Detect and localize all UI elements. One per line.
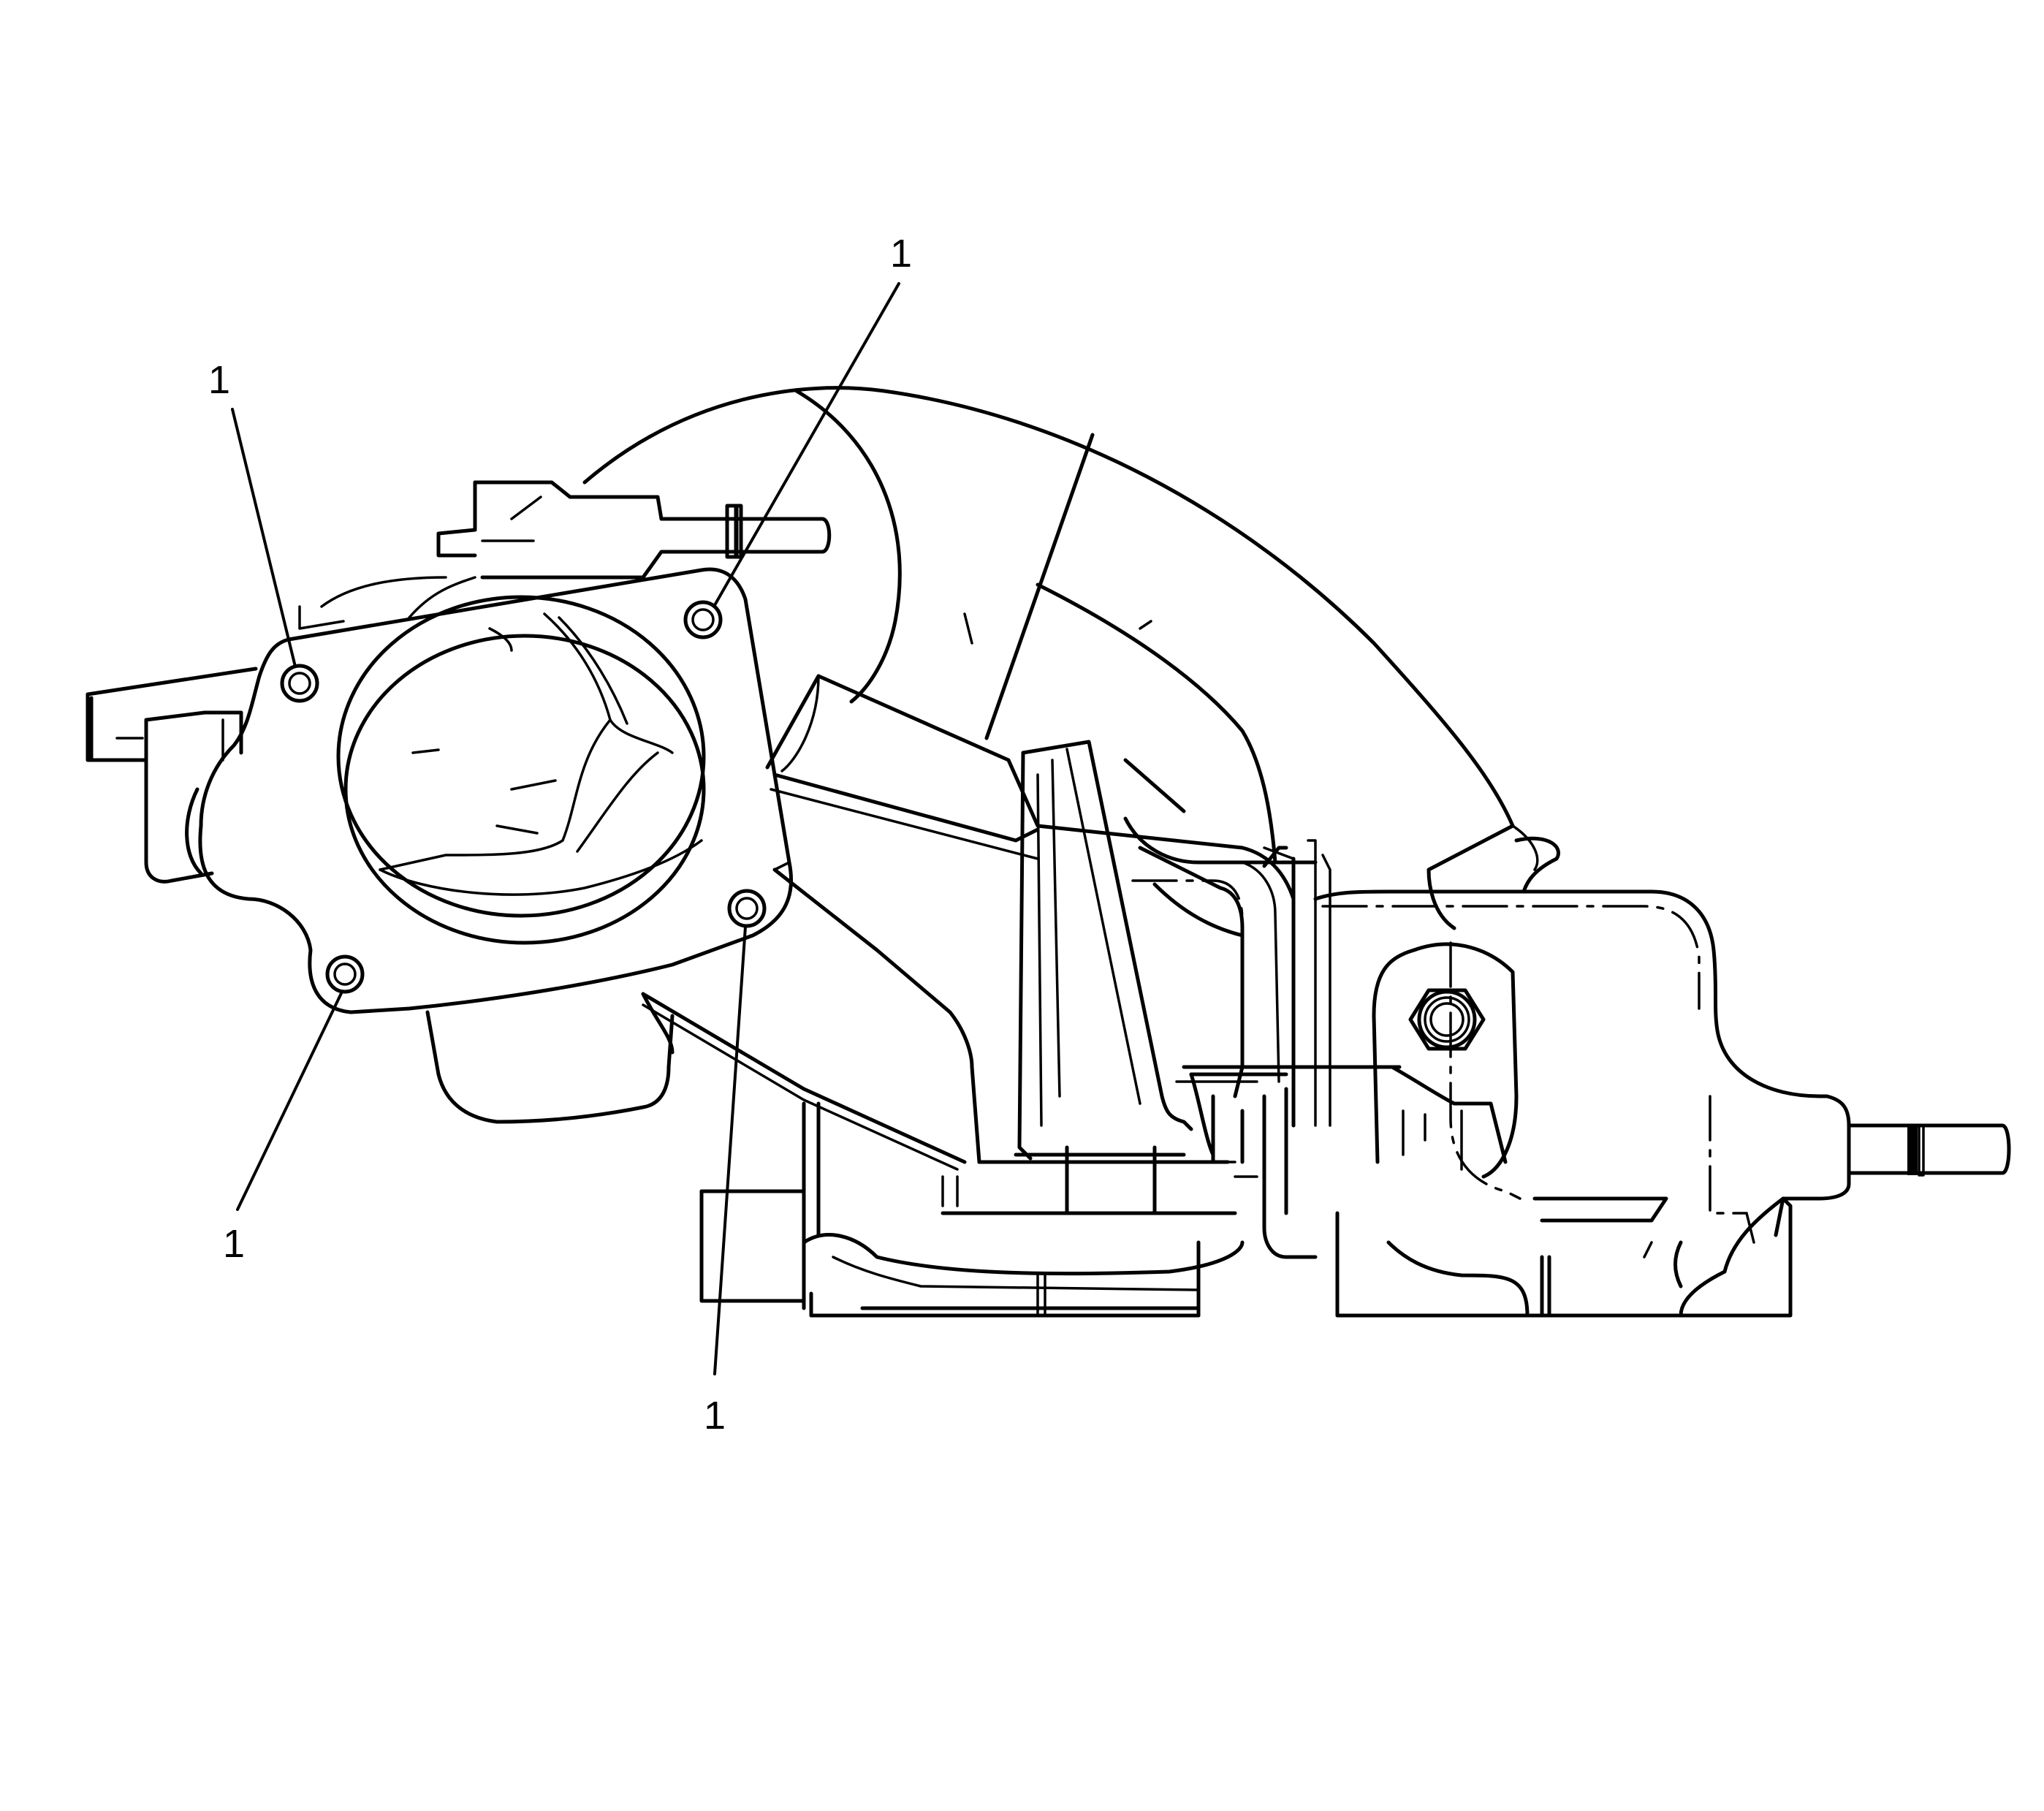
throttle-position-sensor-connector — [86, 667, 258, 884]
center-rib-tower — [1017, 740, 1318, 1161]
bolt-hole-lower-right — [727, 889, 767, 928]
callout-label-upper-right: 1 — [890, 232, 912, 276]
callout-label-upper-left: 1 — [208, 358, 230, 402]
bolt-hole-upper-right — [683, 600, 723, 639]
bolt-hole-lower-left — [325, 954, 365, 994]
leader-upper-left — [231, 408, 297, 668]
callout-label-lower-right: 1 — [704, 1394, 726, 1438]
callout-label-lower-left: 1 — [223, 1222, 245, 1266]
leader-lower-right — [713, 925, 747, 1375]
fuel-inlet-fitting — [1847, 1123, 2011, 1177]
callout-leaders — [231, 282, 900, 1375]
lower-center-frame — [941, 879, 1318, 1259]
hex-nut-mount — [1182, 942, 1519, 1179]
callout-labels: 1 1 1 1 — [208, 232, 912, 1438]
upper-plenum — [582, 386, 1560, 930]
manifold-base-rail — [699, 1101, 1245, 1318]
bolt-hole-upper-left — [280, 664, 319, 703]
bolt-holes — [280, 600, 767, 994]
leader-upper-right — [713, 282, 900, 607]
lower-throttle-housing — [425, 992, 675, 1124]
top-sensor-connector — [436, 480, 832, 580]
fuel-rail-housing — [1313, 889, 1851, 1318]
throttle-body-flange — [198, 567, 794, 1014]
leader-lower-left — [236, 990, 343, 1211]
throttle-bore — [336, 595, 706, 945]
